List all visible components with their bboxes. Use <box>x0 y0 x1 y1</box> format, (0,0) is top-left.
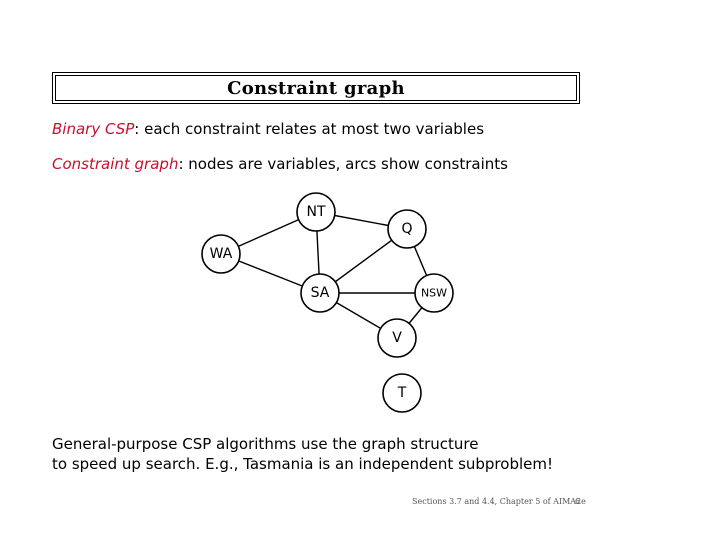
node-label-v: V <box>392 330 402 346</box>
node-label-sa: SA <box>311 285 330 301</box>
node-nt: NT <box>296 192 336 232</box>
page-number: 6 <box>575 497 581 506</box>
slide-title: Constraint graph <box>227 77 405 99</box>
node-label-nt: NT <box>306 204 325 220</box>
node-label-nsw: NSW <box>421 287 447 300</box>
summary-line-1: General-purpose CSP algorithms use the g… <box>52 435 479 453</box>
binary-csp-text: : each constraint relates at most two va… <box>134 120 485 138</box>
node-q: Q <box>387 209 427 249</box>
node-sa: SA <box>300 273 340 313</box>
node-circle-v <box>377 318 417 358</box>
node-t: T <box>382 373 422 413</box>
title-inner-frame: Constraint graph <box>55 75 577 101</box>
binary-csp-definition: Binary CSP: each constraint relates at m… <box>52 120 484 138</box>
node-circle-nt <box>296 192 336 232</box>
node-label-q: Q <box>401 221 412 237</box>
constraint-graph-definition: Constraint graph: nodes are variables, a… <box>52 155 508 173</box>
node-circle-q <box>387 209 427 249</box>
node-v: V <box>377 318 417 358</box>
node-label-wa: WA <box>210 246 233 262</box>
node-circle-t <box>382 373 422 413</box>
summary-line-2: to speed up search. E.g., Tasmania is an… <box>52 455 553 473</box>
summary-paragraph: General-purpose CSP algorithms use the g… <box>52 434 553 474</box>
constraint-graph-term: Constraint graph <box>52 155 179 173</box>
node-wa: WA <box>201 234 241 274</box>
node-circle-wa <box>201 234 241 274</box>
footer-reference: Sections 3.7 and 4.4, Chapter 5 of AIMA2… <box>412 497 586 506</box>
node-circle-sa <box>300 273 340 313</box>
node-circle-nsw <box>414 273 454 313</box>
constraint-graph-text: : nodes are variables, arcs show constra… <box>178 155 508 173</box>
binary-csp-term: Binary CSP <box>52 120 135 138</box>
title-frame: Constraint graph <box>52 72 580 104</box>
graph-nodes: NT Q WA SA NSW V T <box>201 192 454 413</box>
node-nsw: NSW <box>414 273 454 313</box>
node-label-t: T <box>397 385 407 401</box>
